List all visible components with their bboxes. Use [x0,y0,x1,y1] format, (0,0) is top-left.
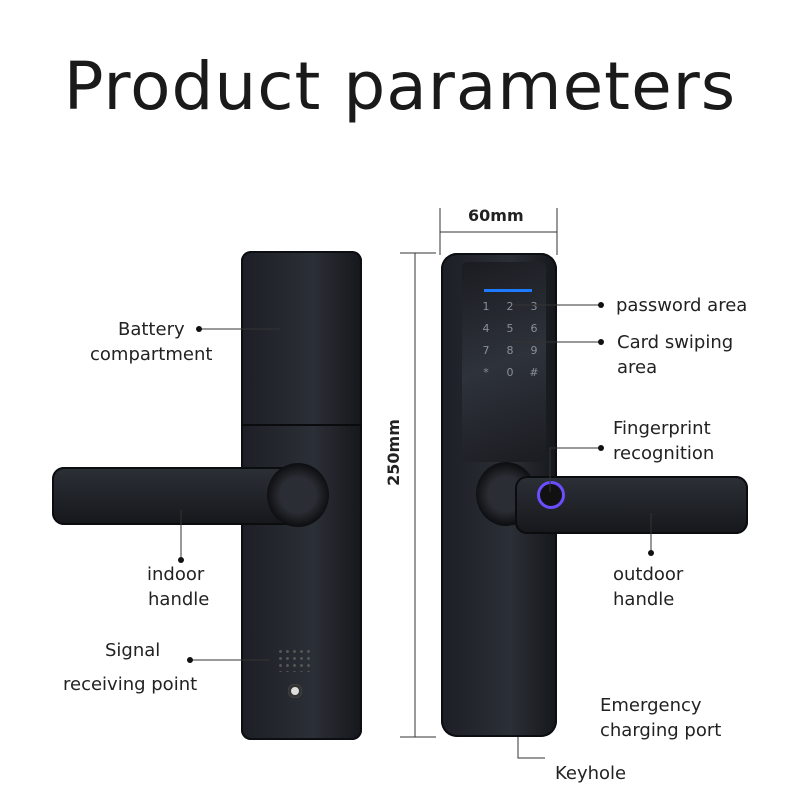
height-dimension: 250mm [383,419,403,486]
label-keyhole: Keyhole [555,763,627,784]
key[interactable]: # [529,366,539,379]
label-charging-2: charging port [600,720,722,741]
label-signal: Signal [105,640,161,661]
label-fingerprint: Fingerprint [613,418,711,439]
emergency-knob-icon [288,684,302,698]
indoor-rosette [267,463,329,527]
key[interactable]: 5 [506,322,514,335]
touch-screen [462,262,546,462]
fingerprint-sensor-icon [537,481,565,509]
label-battery: Battery [118,319,185,340]
indicator-light [484,289,532,292]
key[interactable]: 3 [530,300,538,313]
key[interactable]: 7 [482,344,490,357]
label-signal-2: receiving point [63,674,198,695]
label-indoor-2: handle [148,589,210,610]
page-title: Product parameters [63,48,737,125]
signal-grille [277,648,311,672]
key[interactable]: 4 [482,322,490,335]
label-charging: Emergency [600,695,702,716]
key[interactable]: 8 [506,344,514,357]
label-card-2: area [617,357,658,378]
label-indoor: indoor [147,564,205,585]
label-fingerprint-2: recognition [613,443,715,464]
label-outdoor: outdoor [613,564,684,585]
label-password: password area [616,295,748,316]
indoor-handle [52,467,302,525]
key[interactable]: * [483,366,489,379]
label-card: Card swiping [617,332,734,353]
key[interactable]: 0 [506,366,514,379]
battery-cover-seam [241,424,362,426]
key[interactable]: 9 [530,344,538,357]
key[interactable]: 6 [530,322,538,335]
keypad[interactable]: 1 2 3 4 5 6 7 8 9 * 0 # [474,300,558,379]
key[interactable]: 2 [506,300,514,313]
label-outdoor-2: handle [613,589,675,610]
label-battery-2: compartment [90,344,213,365]
key[interactable]: 1 [482,300,490,313]
width-dimension: 60mm [468,206,524,225]
